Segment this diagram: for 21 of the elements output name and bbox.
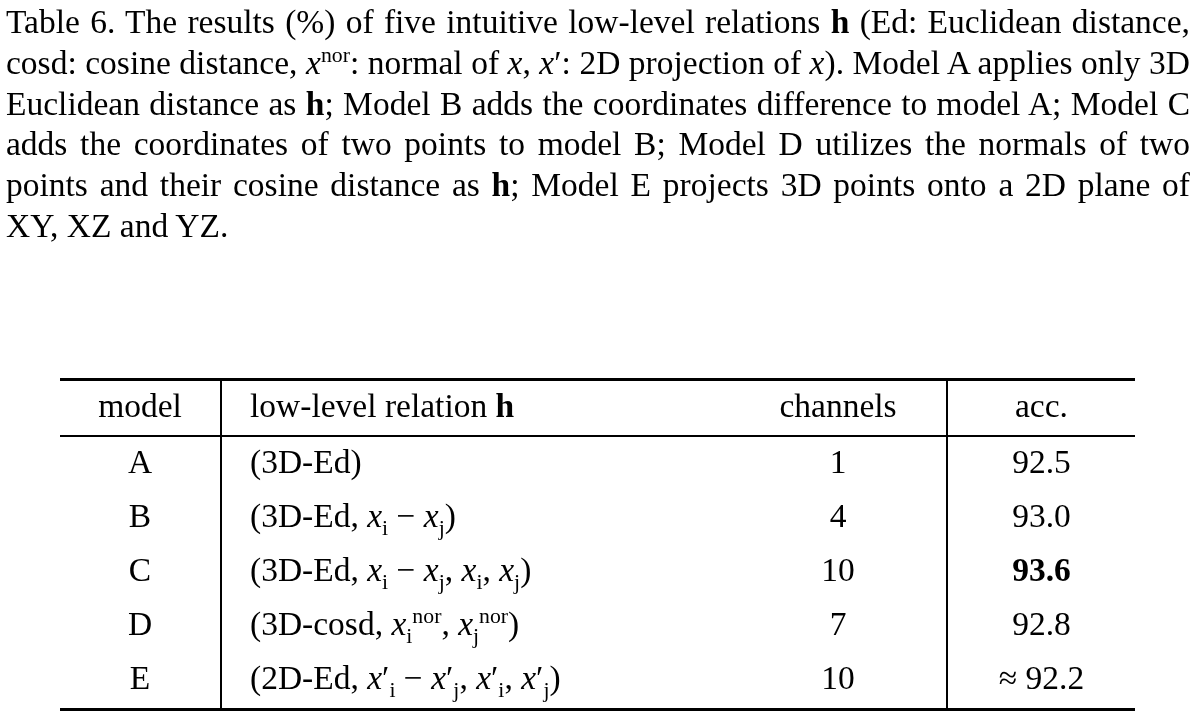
table-cell-text: E [128,658,152,698]
table-cell-text: 92.8 [1011,604,1072,644]
table-cell-text: 4 [828,496,848,536]
table-cell-text: (3D-Ed) [250,442,363,482]
table-cell-text: 93.0 [1011,496,1072,536]
table-cell-text: 10 [820,550,856,590]
table-cell-text: 10 [820,658,856,698]
table-cell-text: ≈ 92.2 [997,658,1086,698]
table-cell-text: 92.5 [1011,442,1072,482]
column-header: model [97,386,183,426]
table-cell-text: 7 [828,604,848,644]
table-cell-text: 93.6 [1011,550,1072,590]
column-header: channels [778,386,898,426]
table-caption: Table 6. The results (%) of five intuitive low-level relations h (Ed: Euclidean distance, cosd: cosine distance, x$^{nor}$: normal of x, x′: 2D projection of x). Model A applies only 3D Euclidean distance as h; Model B adds the coordinates difference to model A; Model C adds the coordinates of two points to model B; Model D utilizes the normals of two points and their cosine distance as h; Model E projects 3D points onto a 2D plane of XY, XZ and YZ. [6,2,1190,246]
column-header: acc. [1014,386,1069,426]
table-cell-text: A [126,442,154,482]
table-cell-text: 1 [828,442,848,482]
table-cell-text: B [127,496,153,536]
table-cell-text: D [126,604,154,644]
table-cell-text: C [127,550,153,590]
column-header: low-level relation h [250,386,516,426]
